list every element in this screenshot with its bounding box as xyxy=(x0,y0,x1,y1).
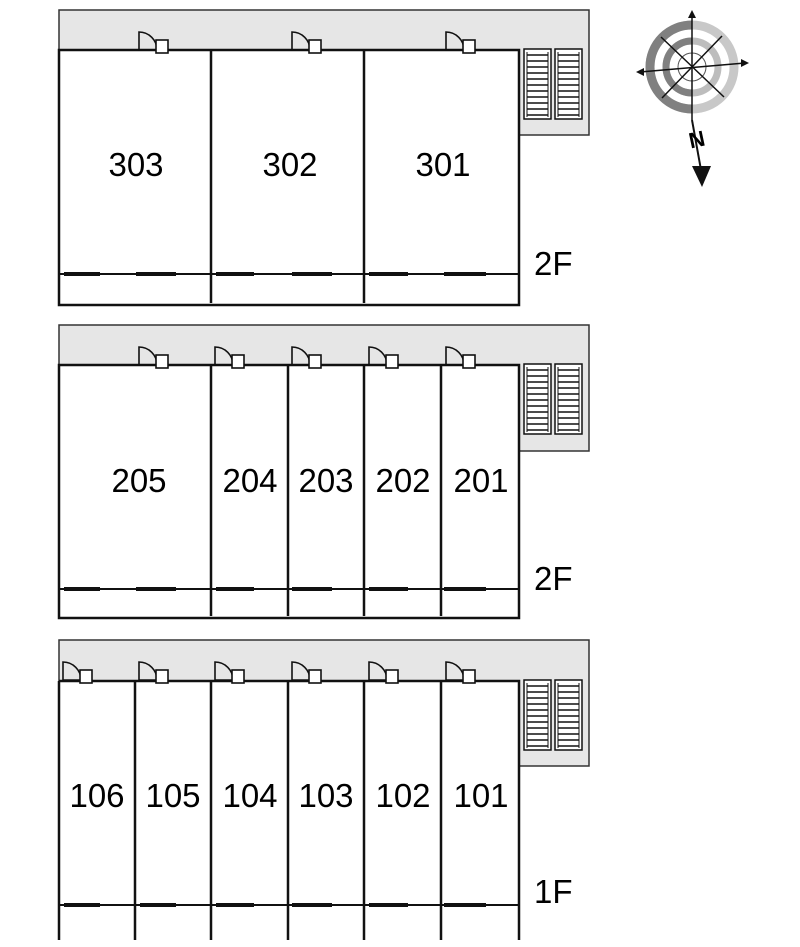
door-icon xyxy=(214,346,245,369)
unit-label: 204 xyxy=(222,462,277,499)
unit-label: 104 xyxy=(222,777,277,814)
unit-label: 303 xyxy=(108,146,163,183)
staircase-icon xyxy=(523,679,583,751)
door-icon xyxy=(445,661,476,684)
door-icon xyxy=(138,346,169,369)
door-icon xyxy=(291,31,322,54)
door-icon xyxy=(291,661,322,684)
door-icon xyxy=(138,31,169,54)
door-icon xyxy=(445,31,476,54)
unit-label: 203 xyxy=(298,462,353,499)
staircase-icon xyxy=(523,363,583,435)
unit-label: 106 xyxy=(69,777,124,814)
floor-block-bottom: 106 105 104 103 102 101 1F xyxy=(57,639,590,940)
unit-label: 201 xyxy=(453,462,508,499)
unit-label: 102 xyxy=(375,777,430,814)
unit-label: 101 xyxy=(453,777,508,814)
door-icon xyxy=(214,661,245,684)
unit-label: 202 xyxy=(375,462,430,499)
door-icon xyxy=(291,346,322,369)
compass-north-label: N xyxy=(687,126,708,154)
floor-block-middle: 205 204 203 202 201 2F xyxy=(57,324,590,620)
staircase-icon xyxy=(523,48,583,120)
door-icon xyxy=(62,661,93,684)
unit-label: 103 xyxy=(298,777,353,814)
unit-label: 105 xyxy=(145,777,200,814)
unit-label: 301 xyxy=(415,146,470,183)
floor-label: 2F xyxy=(534,245,573,282)
floor-block-top: 303 302 301 2F xyxy=(57,9,590,307)
door-icon xyxy=(138,661,169,684)
floor-label: 2F xyxy=(534,560,573,597)
compass-rose-icon xyxy=(636,10,749,187)
unit-label: 302 xyxy=(262,146,317,183)
floor-label: 1F xyxy=(534,873,573,910)
door-icon xyxy=(445,346,476,369)
building-outline xyxy=(57,48,521,307)
door-icon xyxy=(368,346,399,369)
unit-label: 205 xyxy=(111,462,166,499)
door-icon xyxy=(368,661,399,684)
